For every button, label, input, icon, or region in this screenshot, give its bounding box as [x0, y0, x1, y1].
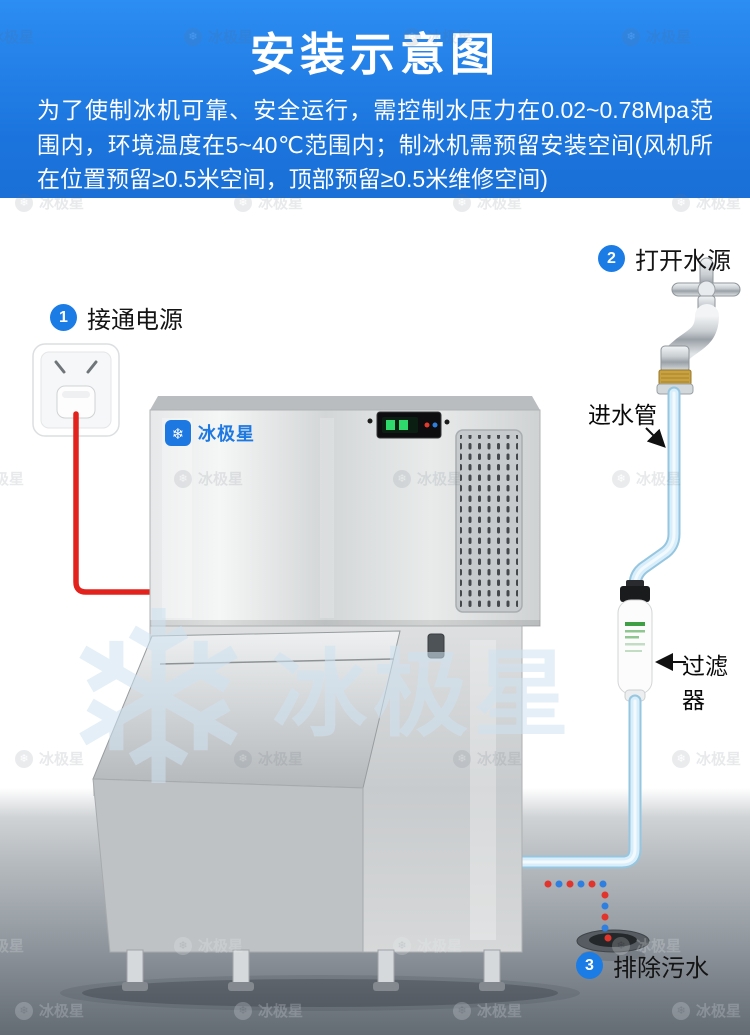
snowflake-icon: ❄	[234, 749, 253, 768]
step-2-label: 打开水源	[635, 248, 731, 275]
watermark-text: 冰极星	[198, 471, 244, 488]
step-3-number: 3	[576, 952, 603, 979]
snowflake-icon: ❄	[172, 426, 185, 443]
door-latch	[427, 633, 445, 659]
watermark-row: ❄冰极星 ❄冰极星 ❄冰极星 ❄冰极星	[0, 468, 681, 489]
power-outlet	[32, 343, 120, 437]
step-3-label: 排除污水	[613, 955, 709, 982]
step-1-label: 接通电源	[87, 307, 183, 334]
step-2-number: 2	[598, 245, 625, 272]
snowflake-icon: ❄	[453, 749, 472, 768]
step-3: 3 排除污水	[576, 948, 709, 983]
snowflake-icon: ❄	[393, 469, 412, 488]
header: 安装示意图 为了使制冰机可靠、安全运行，需控制水压力在0.02~0.78Mpa范…	[0, 0, 750, 198]
power-cable	[73, 411, 155, 595]
step-1-number: 1	[50, 304, 77, 331]
snowflake-icon: ❄	[672, 749, 691, 768]
watermark-row: ❄ 冰极星 ❄ 冰极星 ❄ 冰极星 ❄ 冰极星	[15, 748, 741, 769]
watermark-item: ❄ 冰极星	[174, 468, 243, 489]
faucet	[656, 257, 741, 395]
watermark-item: ❄ 冰极星	[393, 468, 462, 489]
power-plug	[56, 385, 96, 419]
watermark-item: ❄冰极星	[0, 468, 24, 489]
machine-logo: ❄ 冰极星	[165, 420, 255, 446]
machine-logo-text: 冰极星	[198, 423, 255, 444]
filter-label: 过滤器	[682, 653, 728, 713]
machine-door	[92, 630, 401, 789]
machine-display	[376, 411, 442, 439]
watermark-text: 冰极星	[477, 751, 523, 768]
snowflake-icon: ❄	[15, 749, 33, 768]
watermark-text: 冰极星	[636, 471, 682, 488]
watermark-item: ❄ 冰极星	[672, 748, 741, 769]
inlet-pipe-arrow-icon	[645, 427, 666, 448]
watermark-item: ❄ 冰极星	[612, 468, 681, 489]
header-description: 为了使制冰机可靠、安全运行，需控制水压力在0.02~0.78Mpa范围内，环境温…	[37, 97, 713, 192]
watermark-text: 冰极星	[39, 751, 85, 768]
page-title: 安装示意图	[249, 29, 500, 80]
brand-watermark-text: 冰极星	[272, 642, 576, 748]
snowflake-icon: ❄	[612, 469, 631, 488]
watermark-item: ❄ 冰极星	[15, 748, 84, 769]
watermark-item: ❄ 冰极星	[234, 748, 303, 769]
watermark-text: 冰极星	[0, 471, 25, 488]
snowflake-icon: ❄	[174, 469, 193, 488]
watermark-text: 冰极星	[696, 751, 742, 768]
vent-grille	[455, 429, 523, 613]
snowflake-icon: ❄	[58, 566, 260, 834]
step-1: 1 接通电源	[50, 300, 183, 335]
watermark-item: ❄ 冰极星	[453, 748, 522, 769]
water-filter	[617, 580, 653, 702]
watermark-text: 冰极星	[417, 471, 463, 488]
floor	[0, 788, 750, 1035]
step-2: 2 打开水源	[598, 241, 731, 276]
inlet-pipe-label: 进水管	[588, 402, 657, 428]
watermark-text: 冰极星	[258, 751, 304, 768]
